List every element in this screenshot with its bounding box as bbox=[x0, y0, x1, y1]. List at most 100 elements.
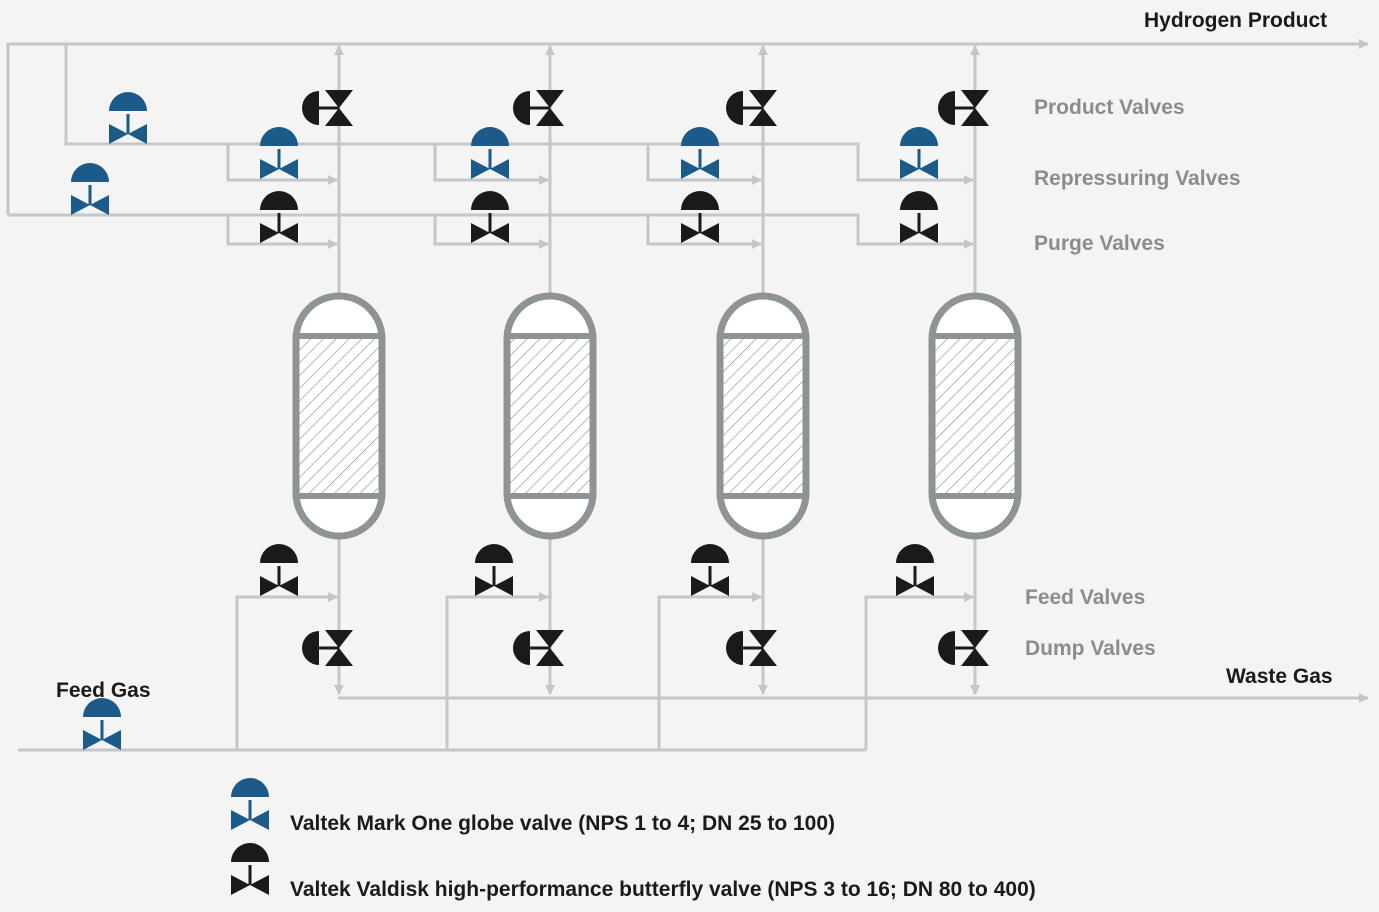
actuator-dome bbox=[83, 698, 121, 717]
valve-body-right bbox=[102, 730, 121, 750]
feed-branch-1 bbox=[235, 592, 338, 750]
repressuring-branch-2 bbox=[433, 144, 549, 185]
actuator-dome bbox=[726, 91, 743, 125]
valve-body-right bbox=[700, 223, 719, 243]
valve-body-top bbox=[325, 90, 353, 108]
valve-body-left bbox=[681, 223, 700, 243]
feed-gas-label: Feed Gas bbox=[56, 679, 151, 702]
hydrogen-product-label: Hydrogen Product bbox=[1144, 9, 1328, 32]
piping bbox=[6, 39, 1369, 752]
adsorber-vessels bbox=[292, 292, 1022, 540]
valve-body-left bbox=[900, 223, 919, 243]
valve-body-left bbox=[231, 810, 250, 830]
valve-body-left bbox=[260, 159, 279, 179]
purge-valve-4-icon bbox=[900, 191, 938, 243]
valve-body-left bbox=[260, 576, 279, 596]
actuator-dome bbox=[471, 191, 509, 210]
valve-body-right bbox=[700, 159, 719, 179]
actuator-dome bbox=[691, 544, 729, 563]
actuator-dome bbox=[471, 127, 509, 146]
actuator-dome bbox=[513, 631, 530, 665]
repressuring-valves-label: Repressuring Valves bbox=[1034, 167, 1241, 190]
valve-body-bottom bbox=[961, 648, 989, 666]
dump-valve-2-icon bbox=[513, 630, 564, 666]
purge-branch-3 bbox=[646, 215, 762, 249]
actuator-dome bbox=[900, 191, 938, 210]
adsorbent-bed bbox=[935, 336, 1015, 496]
actuator-dome bbox=[231, 843, 269, 862]
valve-body-left bbox=[896, 576, 915, 596]
purge-valve-2-icon bbox=[471, 191, 509, 243]
valve-body-right bbox=[250, 810, 269, 830]
valve-body-left bbox=[681, 159, 700, 179]
repressuring-branch-1 bbox=[226, 144, 338, 185]
valve-body-bottom bbox=[961, 108, 989, 126]
feed-gas-valve-icon bbox=[83, 698, 121, 750]
valve-body-top bbox=[749, 90, 777, 108]
adsorber-vessel-1 bbox=[292, 292, 386, 540]
valve-body-top bbox=[961, 630, 989, 648]
valve-body-bottom bbox=[536, 648, 564, 666]
valve-body-bottom bbox=[749, 108, 777, 126]
purge-branch-4 bbox=[856, 215, 974, 249]
valve-body-left bbox=[691, 576, 710, 596]
actuator-dome bbox=[302, 631, 319, 665]
repressuring-valve-3-icon bbox=[681, 127, 719, 179]
actuator-dome bbox=[260, 127, 298, 146]
valve-body-left bbox=[471, 159, 490, 179]
dump-valve-3-icon bbox=[726, 630, 777, 666]
repressuring-branch-3 bbox=[646, 144, 762, 185]
actuator-dome bbox=[726, 631, 743, 665]
feed-valve-2-icon bbox=[475, 544, 513, 596]
valve-body-bottom bbox=[325, 108, 353, 126]
purge-valve-1-icon bbox=[260, 191, 298, 243]
valve-body-left bbox=[231, 875, 250, 895]
actuator-dome bbox=[475, 544, 513, 563]
actuator-dome bbox=[231, 778, 269, 797]
adsorber-vessel-3 bbox=[716, 292, 810, 540]
valve-body-right bbox=[494, 576, 513, 596]
legend-globe-valve-icon bbox=[231, 778, 269, 830]
valve-body-left bbox=[109, 124, 128, 144]
dump-valve-1-icon bbox=[302, 630, 353, 666]
valve-body-top bbox=[961, 90, 989, 108]
feed-valve-4-icon bbox=[896, 544, 934, 596]
valve-body-right bbox=[279, 223, 298, 243]
actuator-dome bbox=[896, 544, 934, 563]
valve-body-right bbox=[919, 223, 938, 243]
valve-body-top bbox=[325, 630, 353, 648]
adsorbent-bed bbox=[510, 336, 590, 496]
actuator-dome bbox=[302, 91, 319, 125]
valve-body-right bbox=[90, 195, 109, 215]
valve-body-right bbox=[919, 159, 938, 179]
valves bbox=[71, 90, 989, 895]
actuator-dome bbox=[260, 544, 298, 563]
adsorber-vessel-2 bbox=[503, 292, 597, 540]
actuator-dome bbox=[681, 127, 719, 146]
dump-valves-label: Dump Valves bbox=[1025, 637, 1156, 660]
valve-body-right bbox=[915, 576, 934, 596]
hydrogen-product-header bbox=[6, 39, 1369, 215]
valve-body-right bbox=[490, 159, 509, 179]
dump-valve-4-icon bbox=[938, 630, 989, 666]
valve-body-bottom bbox=[325, 648, 353, 666]
legend-butterfly-text: Valtek Valdisk high-performance butterfl… bbox=[290, 878, 1036, 901]
legend-butterfly-valve-icon bbox=[231, 843, 269, 895]
legend-globe-text: Valtek Mark One globe valve (NPS 1 to 4;… bbox=[290, 812, 836, 835]
valve-body-top bbox=[536, 630, 564, 648]
repressuring-branch-4 bbox=[856, 144, 974, 185]
product-valves-label: Product Valves bbox=[1034, 96, 1185, 119]
actuator-dome bbox=[938, 91, 955, 125]
repressuring-valve-2-icon bbox=[471, 127, 509, 179]
feed-valves-label: Feed Valves bbox=[1025, 586, 1146, 609]
valve-body-right bbox=[250, 875, 269, 895]
valve-body-left bbox=[475, 576, 494, 596]
product-valve-2-icon bbox=[513, 90, 564, 126]
valve-body-left bbox=[71, 195, 90, 215]
product-valve-4-icon bbox=[938, 90, 989, 126]
purge-branch-1 bbox=[226, 215, 338, 249]
valve-body-top bbox=[749, 630, 777, 648]
feed-valve-3-icon bbox=[691, 544, 729, 596]
